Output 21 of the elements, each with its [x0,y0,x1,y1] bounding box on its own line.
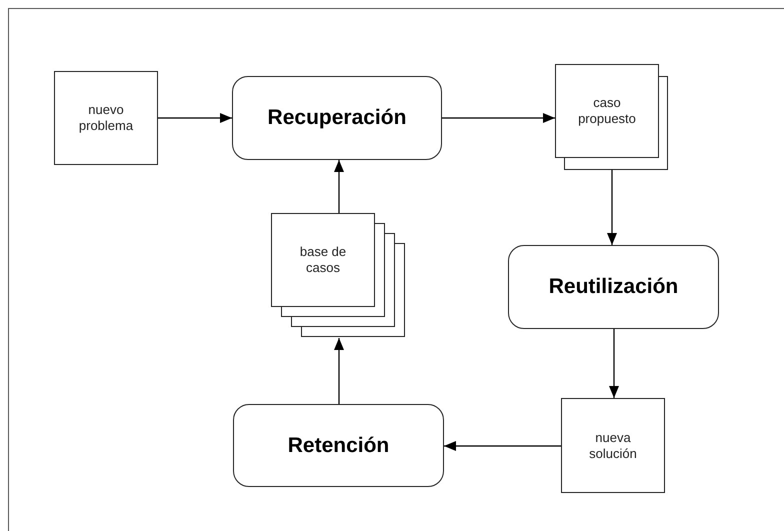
arrow [609,329,619,398]
document-stack [555,64,668,170]
document-box [54,71,158,165]
arrow [334,338,344,404]
process-label: Recuperación [268,106,406,130]
process-box [508,245,719,329]
arrow [442,113,555,123]
arrow [444,441,561,451]
arrow [607,170,617,245]
process-label: Reutilización [548,275,678,299]
document-label: nuevo problema [78,101,134,135]
document-stack [271,213,406,338]
document-label: nueva solución [588,428,638,462]
document-label: caso propuesto [577,94,637,128]
process-label: Retención [288,434,390,458]
arrow [158,113,232,123]
document-label: base de casos [298,243,348,277]
arrow [334,160,344,213]
process-box [232,76,442,160]
document-box [561,398,665,493]
process-box [233,404,444,487]
